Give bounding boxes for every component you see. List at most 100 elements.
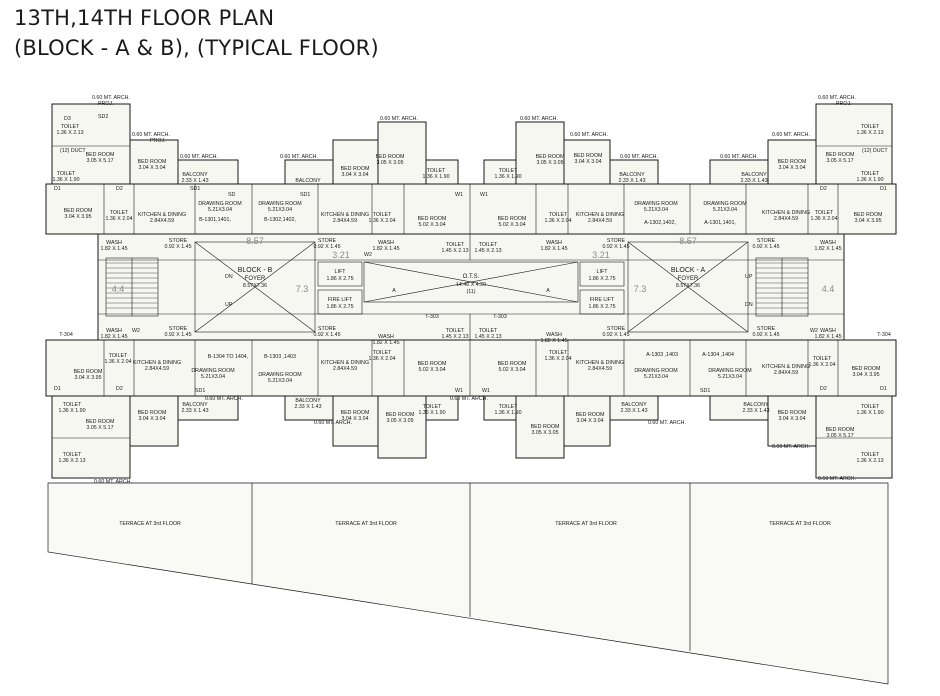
drawing-room-label: DRAWING ROOM — [258, 372, 301, 378]
bed-room-size: 3.04 X 3.04 — [778, 416, 805, 422]
arch-label: 0.60 MT. ARCH. — [280, 154, 318, 160]
flat-number: A-1304 ,1404 — [702, 352, 734, 358]
toilet-label: TOILET — [110, 210, 129, 216]
bed-room-label: BED ROOM — [574, 153, 603, 159]
arch-label: 0.60 MT. ARCH. — [620, 154, 658, 160]
store-size: 0.92 X 1.45 — [164, 332, 191, 338]
arch-label: 0.60 MT. ARCH. — [132, 132, 170, 138]
wash-size: 1.82 X 1.45 — [814, 246, 841, 252]
toilet-label: TOILET — [861, 452, 880, 458]
store-label: STORE — [607, 238, 626, 244]
toilet-size: 1.45 X 2.13 — [474, 248, 501, 254]
kitchen-label: KITCHEN & DINING — [762, 210, 810, 216]
flat-number: B-1304 TO 1404, — [208, 354, 248, 360]
kitchen-label: KITCHEN & DINING — [762, 364, 810, 370]
block-a-name: BLOCK - A — [671, 267, 706, 274]
toilet-label: TOILET — [499, 168, 518, 174]
kitchen-size: 2.84X4.59 — [774, 216, 798, 222]
toilet-label: TOILET — [446, 242, 465, 248]
bed-room-size: 3.05 X 3.05 — [386, 418, 413, 424]
toilet-size: 1.36 X 1.90 — [58, 408, 85, 414]
terrace-labels: TERRACE AT 3rd FLOOR TERRACE AT 3rd FLOO… — [119, 521, 831, 527]
flat-number: B-1302,1402, — [264, 217, 296, 223]
terrace-label: TERRACE AT 3rd FLOOR — [335, 521, 397, 527]
terrace-label: TERRACE AT 3rd FLOOR — [555, 521, 617, 527]
door-tag: D3 — [64, 116, 71, 122]
stair-treads — [106, 262, 808, 309]
door-tag: D1 — [880, 386, 887, 392]
up-label-b: UP — [225, 302, 233, 308]
window-tag: W1 — [480, 192, 488, 198]
dn-label-b: DN — [225, 274, 233, 280]
dim-857-a: 8.57 — [679, 236, 697, 246]
toilet-label: TOILET — [63, 402, 82, 408]
store-label: STORE — [318, 326, 337, 332]
toilet-size: 1.36 X 1.90 — [494, 410, 521, 416]
bed-room-size: 3.05 X 5.17 — [86, 425, 113, 431]
window-tag: SD1 — [700, 388, 710, 394]
lift-name-b: LIFT — [335, 269, 347, 275]
balcony-label: BALCONY — [741, 172, 767, 178]
kitchen-size: 2.84X4.59 — [774, 370, 798, 376]
toilet-label: TOILET — [109, 353, 128, 359]
bed-room-size: 5.02 X 3.04 — [498, 367, 525, 373]
block-a-size: 8.57X7.36 — [676, 283, 700, 289]
door-tag: D2 — [116, 386, 123, 392]
bed-room-label: BED ROOM — [86, 419, 115, 425]
window-tag: SD2 — [98, 114, 108, 120]
bed-room-label: BED ROOM — [74, 369, 103, 375]
drawing-room-size: 5.21X3.04 — [268, 207, 292, 213]
dim-44-b: 4.4 — [112, 284, 125, 294]
arch-label: 0.60 MT. ARCH. — [772, 132, 810, 138]
proj-label: PROJ. — [150, 138, 166, 144]
bed-room-label: BED ROOM — [86, 152, 115, 158]
wash-size: 1.82 X 1.45 — [540, 338, 567, 344]
terrace-outline — [47, 482, 889, 685]
wash-label: WASH — [820, 328, 836, 334]
duct-label: (12) DUCT — [60, 148, 86, 154]
bed-room-label: BED ROOM — [778, 410, 807, 416]
block-a-labels: BLOCK - A FOYER 8.57X7.36 UP DN 8.57 — [671, 236, 753, 308]
wash-size: 1.82 X 1.45 — [540, 246, 567, 252]
proj-label: PROJ. — [836, 101, 852, 107]
circle-a-left: A — [392, 288, 396, 294]
flat-number: A-1303 ,1403 — [646, 352, 678, 358]
bed-room-size: 5.02 X 3.04 — [418, 222, 445, 228]
t303-left: T-303 — [425, 314, 439, 320]
duct-label: (12) DUCT — [862, 148, 888, 154]
drawing-room-size: 5.21X3.04 — [713, 207, 737, 213]
kitchen-size: 2.84X4.59 — [333, 366, 357, 372]
toilet-size: 1.36 X 1.90 — [52, 177, 79, 183]
window-tag: W1 — [482, 388, 490, 394]
bed-room-size: 3.04 X 3.04 — [341, 416, 368, 422]
arch-label: 0.60 MT. ARCH. — [570, 132, 608, 138]
arch-label: 0.60 MT. ARCH. — [380, 116, 418, 122]
bed-room-size: 3.05 X 3.05 — [376, 160, 403, 166]
drawing-room-size: 5.21X3.04 — [208, 207, 232, 213]
wash-label: WASH — [106, 240, 122, 246]
bed-room-label: BED ROOM — [826, 427, 855, 433]
bed-room-label: BED ROOM — [531, 424, 560, 430]
bed-room-label: BED ROOM — [138, 410, 167, 416]
bed-room-label: BED ROOM — [852, 366, 881, 372]
balcony-size: 2.33 X 1.43 — [620, 408, 647, 414]
arch-label: 0.60 MT. ARCH. — [314, 420, 352, 426]
kitchen-label: KITCHEN & DINING — [321, 212, 369, 218]
arch-label: 0.60 MT. ARCH. — [450, 396, 488, 402]
bed-room-label: BED ROOM — [376, 154, 405, 160]
toilet-size: 1.45 X 2.13 — [441, 248, 468, 254]
toilet-size: 1.36 X 2.04 — [808, 362, 835, 368]
toilet-size: 1.36 X 2.04 — [105, 216, 132, 222]
kitchen-size: 2.84X4.59 — [150, 218, 174, 224]
block-b-size: 8.57X7.36 — [243, 283, 267, 289]
bed-room-size: 3.04 X 3.04 — [138, 165, 165, 171]
t304-left: T-304 — [59, 332, 73, 338]
block-b-name: BLOCK - B — [238, 267, 273, 274]
balcony-size: 2.33 X 1.43 — [181, 408, 208, 414]
bed-room-size: 3.04 X 3.95 — [64, 214, 91, 220]
store-label: STORE — [169, 238, 188, 244]
wash-label: WASH — [546, 240, 562, 246]
drawing-room-size: 5.21X3.04 — [718, 374, 742, 380]
proj-label: PROJ. — [98, 101, 114, 107]
balcony-label: BALCONY — [619, 172, 645, 178]
